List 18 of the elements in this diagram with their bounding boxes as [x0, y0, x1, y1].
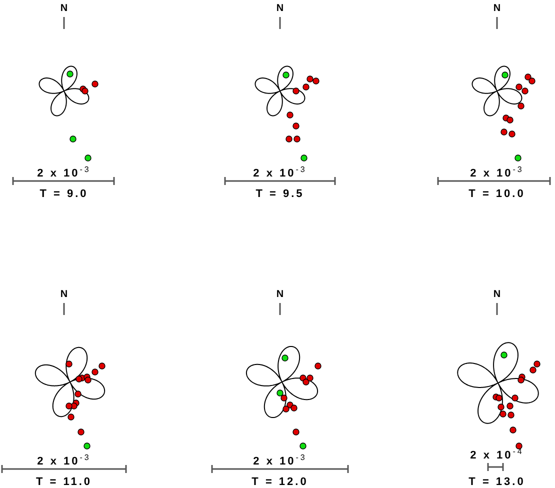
north-label: N — [493, 3, 501, 15]
time-label: T = 13.0 — [468, 476, 526, 488]
time-label: T = 9.5 — [256, 188, 304, 200]
north-label: N — [60, 289, 68, 301]
north-label: N — [276, 289, 284, 301]
scale-label: 2 x 10$^{-3}$ — [37, 164, 91, 180]
north-label: N — [276, 3, 284, 15]
time-label: T = 12.0 — [252, 476, 308, 488]
time-label: T = 9.0 — [40, 188, 88, 200]
scale-label: 2 x 10$^{-3}$ — [253, 164, 307, 180]
north-label: N — [60, 3, 68, 15]
time-label: T = 11.0 — [36, 476, 92, 488]
scale-label: 2 x 10$^{-4}$ — [470, 446, 524, 462]
scale-label: 2 x 10$^{-3}$ — [470, 164, 524, 180]
time-label: T = 10.0 — [468, 188, 526, 200]
scale-label: 2 x 10$^{-3}$ — [37, 452, 91, 468]
scale-label: 2 x 10$^{-3}$ — [253, 452, 307, 468]
north-label: N — [493, 289, 501, 301]
